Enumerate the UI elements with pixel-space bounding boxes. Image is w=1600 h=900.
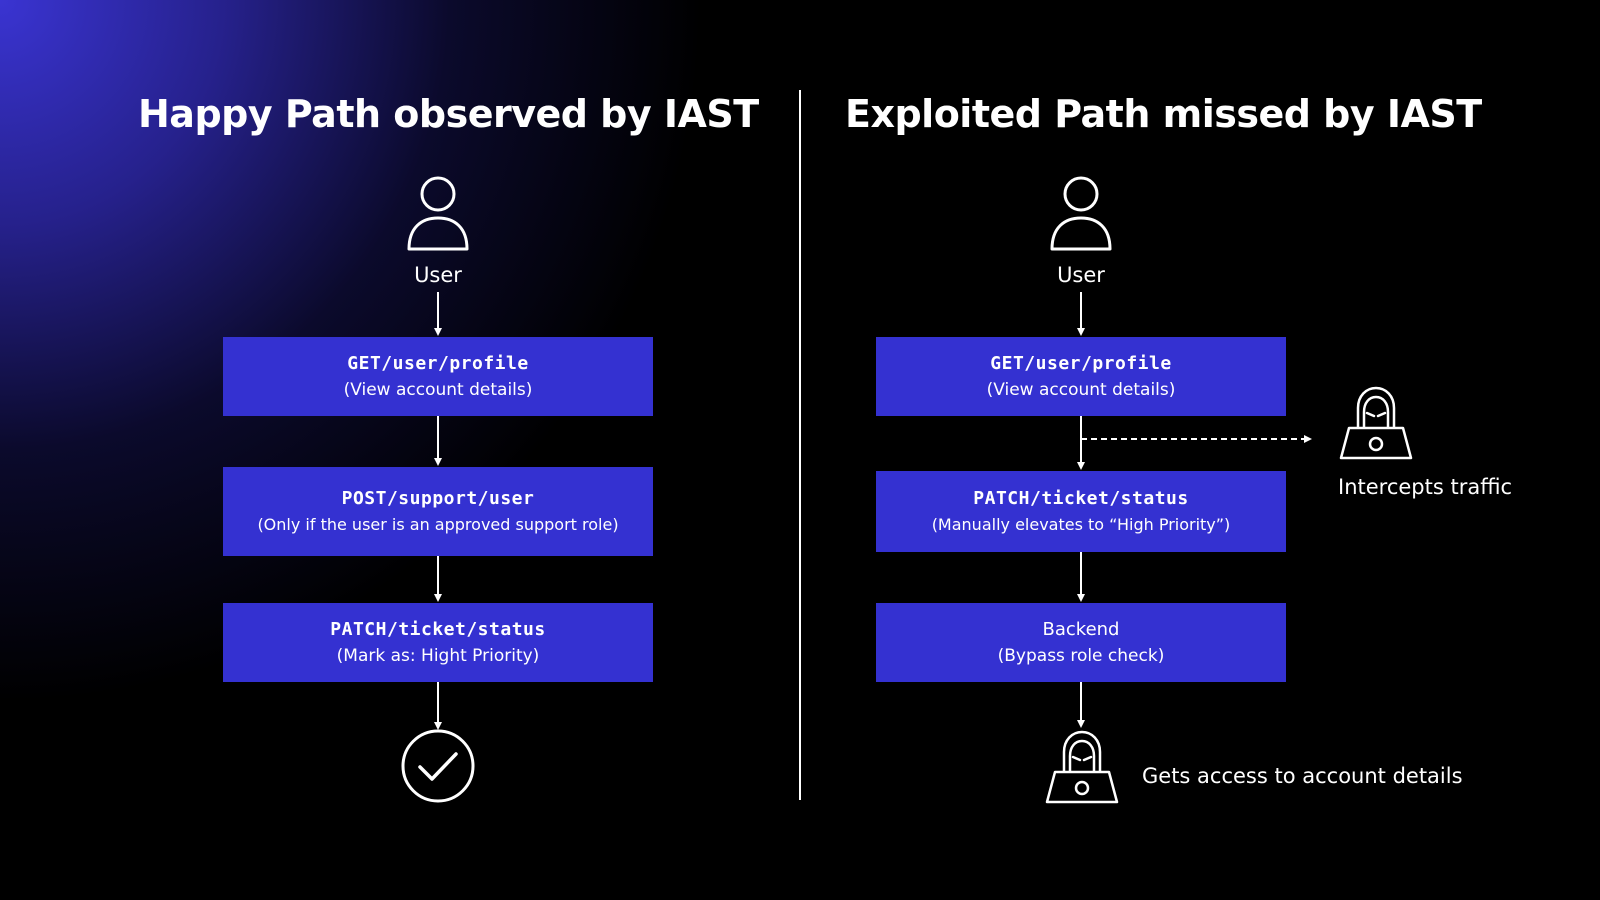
step-description: (View account details)	[986, 379, 1176, 400]
user-label: User	[1057, 263, 1105, 287]
step-description: (Only if the user is an approved support…	[257, 514, 619, 534]
step-patch-ticket-left: PATCH/ticket/status (Mark as: Hight Prio…	[223, 603, 653, 682]
happy-path-title: Happy Path observed by IAST	[138, 92, 759, 136]
user-icon	[1050, 176, 1112, 251]
step-title: Backend	[1042, 618, 1120, 640]
step-endpoint: GET/user/profile	[990, 352, 1172, 374]
step-endpoint: PATCH/ticket/status	[973, 487, 1189, 509]
step-patch-ticket-right: PATCH/ticket/status (Manually elevates t…	[876, 471, 1286, 552]
hacker-laptop-icon	[1339, 386, 1413, 460]
step-description: (View account details)	[343, 379, 533, 400]
checkmark-circle-icon	[401, 729, 475, 803]
step-backend-right: Backend (Bypass role check)	[876, 603, 1286, 682]
gets-access-label: Gets access to account details	[1142, 764, 1463, 788]
step-get-profile-left: GET/user/profile (View account details)	[223, 337, 653, 416]
step-get-profile-right: GET/user/profile (View account details)	[876, 337, 1286, 416]
intercepts-traffic-label: Intercepts traffic	[1338, 475, 1513, 499]
step-endpoint: GET/user/profile	[347, 352, 529, 374]
exploited-path-title: Exploited Path missed by IAST	[845, 92, 1482, 136]
step-description: (Mark as: Hight Priority)	[336, 645, 540, 666]
step-post-support-left: POST/support/user (Only if the user is a…	[223, 467, 653, 556]
user-icon	[407, 176, 469, 251]
step-description: (Manually elevates to “High Priority”)	[931, 514, 1231, 534]
step-endpoint: PATCH/ticket/status	[330, 618, 546, 640]
step-endpoint: POST/support/user	[341, 487, 535, 509]
step-description: (Bypass role check)	[997, 645, 1165, 666]
user-label: User	[414, 263, 462, 287]
column-divider	[799, 90, 801, 800]
hacker-laptop-icon	[1045, 730, 1119, 804]
